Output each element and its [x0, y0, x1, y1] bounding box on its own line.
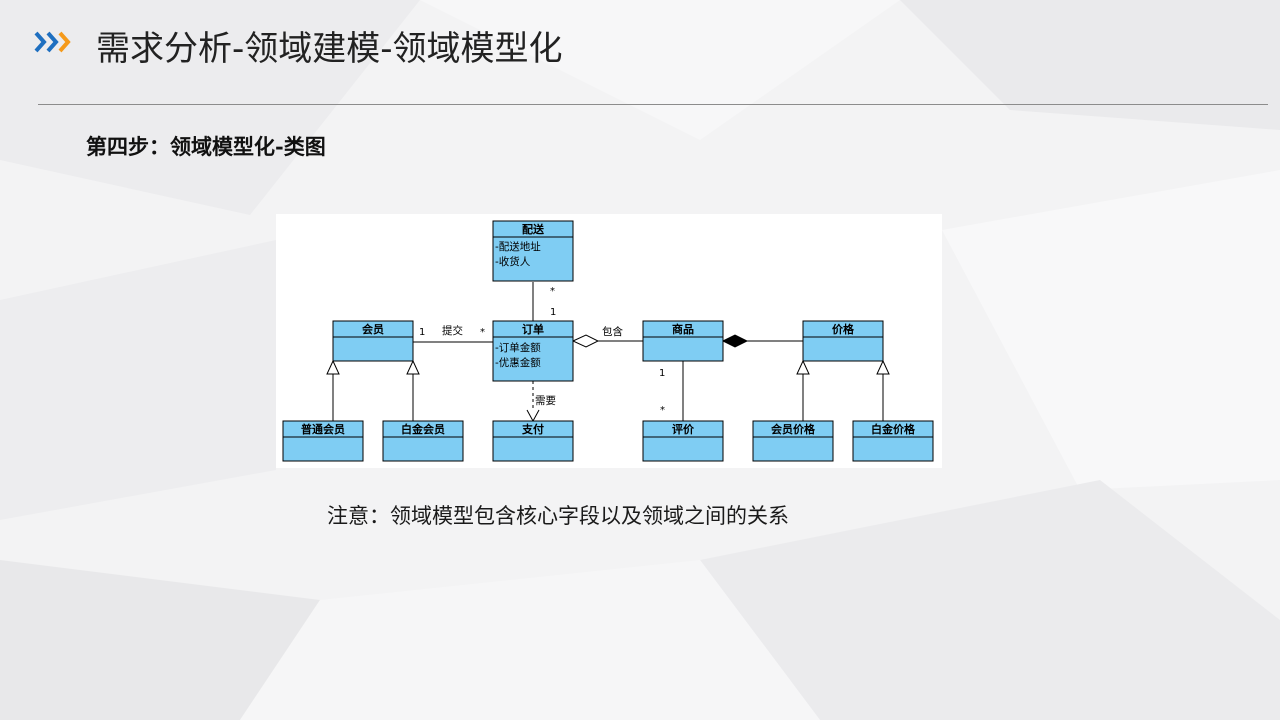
- relation-lines: [332, 282, 884, 423]
- composition-diamond: [721, 334, 749, 348]
- class-price: 价格: [802, 320, 884, 362]
- class-member: 会员: [332, 320, 414, 362]
- title-divider: [38, 104, 1268, 105]
- class-name: 配送: [522, 222, 545, 236]
- mult-member-submit: 1: [419, 327, 425, 338]
- double-chevron-icon: [34, 31, 71, 53]
- class-delivery: 配送 -配送地址 -收货人: [492, 220, 574, 282]
- class-name: 会员: [362, 322, 384, 336]
- class-name: 订单: [522, 322, 544, 336]
- inherit-triangle-member-price: [796, 359, 810, 375]
- class-diagram: 提交 1 * * 1 包含 需要 1 * 配送 -配送地址 -收货人 会员 订单…: [276, 214, 942, 468]
- class-order: 订单 -订单金额 -优惠金额: [492, 320, 574, 382]
- class-name: 白金会员: [401, 422, 445, 436]
- inherit-triangle-platinum-member: [406, 359, 420, 375]
- class-attribute: -收货人: [495, 255, 531, 268]
- inherit-triangle-regular-member: [326, 359, 340, 375]
- class-platinum-price: 白金价格: [852, 420, 934, 462]
- class-name: 会员价格: [771, 422, 816, 436]
- class-name: 普通会员: [301, 422, 345, 436]
- class-attribute: -配送地址: [495, 240, 541, 253]
- class-name: 价格: [832, 322, 855, 336]
- mult-order-submit: *: [480, 327, 485, 338]
- class-product: 商品: [642, 320, 724, 362]
- note-text: 注意：领域模型包含核心字段以及领域之间的关系: [327, 504, 789, 528]
- class-name: 商品: [672, 322, 694, 336]
- label-needs: 需要: [535, 395, 556, 407]
- generalization-triangles: [326, 359, 890, 375]
- inherit-triangle-platinum-price: [876, 359, 890, 375]
- class-member-price: 会员价格: [752, 420, 834, 462]
- section-subtitle: 第四步：领域模型化-类图: [86, 134, 326, 159]
- class-attribute: -优惠金额: [495, 356, 541, 369]
- arrowhead-needs: [526, 409, 540, 423]
- class-platinum-member: 白金会员: [382, 420, 464, 462]
- mult-delivery-order-target: 1: [550, 307, 556, 318]
- class-regular-member: 普通会员: [282, 420, 364, 462]
- aggregation-diamond: [571, 334, 600, 348]
- page-title: 需求分析-领域建模-领域模型化: [96, 29, 563, 69]
- class-review: 评价: [642, 420, 724, 462]
- class-name: 白金价格: [871, 422, 916, 436]
- class-attribute: -订单金额: [495, 341, 541, 354]
- class-name: 评价: [672, 423, 695, 436]
- class-payment: 支付: [492, 420, 574, 462]
- mult-product-review-target: *: [660, 405, 665, 416]
- class-name: 支付: [521, 422, 544, 436]
- mult-delivery-order-source: *: [550, 286, 555, 297]
- mult-product-review-source: 1: [659, 368, 665, 379]
- label-contains: 包含: [602, 325, 623, 338]
- label-submit: 提交: [442, 324, 463, 337]
